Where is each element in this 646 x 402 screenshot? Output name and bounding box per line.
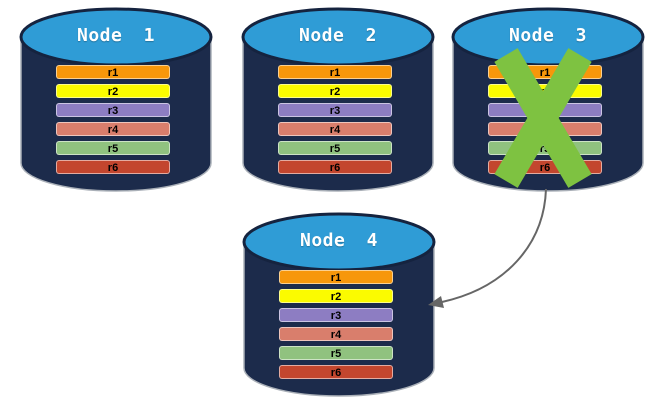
row-r4: r4 (278, 122, 392, 136)
node-title: Node 3 (508, 25, 588, 46)
node-rows: r1 r2 r3 r4 r5 r6 (56, 65, 170, 174)
node-title: Node 2 (298, 25, 378, 46)
row-r4: r4 (488, 122, 602, 136)
row-r6: r6 (488, 160, 602, 174)
row-r2: r2 (56, 84, 170, 98)
node-4: Node 4 r1 r2 r3 r4 r5 r6 (242, 212, 436, 402)
row-r3: r3 (56, 103, 170, 117)
row-r3: r3 (278, 103, 392, 117)
row-r1: r1 (56, 65, 170, 79)
row-r6: r6 (279, 365, 393, 379)
row-r2: r2 (278, 84, 392, 98)
row-r3: r3 (488, 103, 602, 117)
node-rows: r1 r2 r3 r4 r5 r6 (279, 270, 393, 379)
row-r4: r4 (279, 327, 393, 341)
row-r6: r6 (278, 160, 392, 174)
row-r1: r1 (279, 270, 393, 284)
row-r5: r5 (488, 141, 602, 155)
node-3: Node 3 r1 r2 r3 r4 r5 r6 (451, 7, 645, 207)
row-r3: r3 (279, 308, 393, 322)
row-r4: r4 (56, 122, 170, 136)
row-r6: r6 (56, 160, 170, 174)
node-rows: r1 r2 r3 r4 r5 r6 (488, 65, 602, 174)
node-2: Node 2 r1 r2 r3 r4 r5 r6 (241, 7, 435, 207)
node-1: Node 1 r1 r2 r3 r4 r5 r6 (19, 7, 213, 207)
node-rows: r1 r2 r3 r4 r5 r6 (278, 65, 392, 174)
row-r1: r1 (278, 65, 392, 79)
row-r5: r5 (56, 141, 170, 155)
row-r2: r2 (488, 84, 602, 98)
row-r2: r2 (279, 289, 393, 303)
node-title: Node 1 (76, 25, 156, 46)
row-r1: r1 (488, 65, 602, 79)
row-r5: r5 (278, 141, 392, 155)
node-title: Node 4 (299, 230, 379, 251)
row-r5: r5 (279, 346, 393, 360)
